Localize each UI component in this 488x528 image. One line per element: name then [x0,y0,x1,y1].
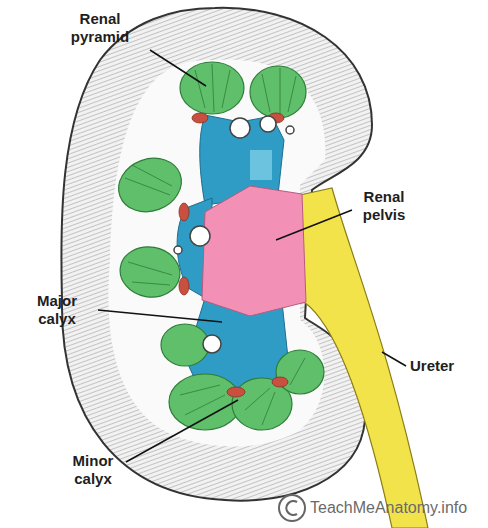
leader-line [98,310,222,322]
pyramid [111,150,189,221]
papilla [192,113,208,123]
striation [180,358,305,425]
pyramid [250,66,306,118]
leader-line [150,50,206,86]
part-label: Minor calyx [62,452,124,488]
logo-ring [279,495,305,521]
papilla [227,387,245,397]
leader-line [382,352,406,366]
part-label: Renal pelvis [352,188,416,224]
pyramid [116,242,184,302]
part-label: Ureter [410,357,480,375]
striation [195,64,296,116]
papilla [272,377,288,387]
kidney-medulla [108,59,325,446]
calyx-highlight [250,150,272,180]
leader-line [126,400,238,462]
papilla [179,203,189,221]
pyramid [169,374,241,430]
part-label: Major calyx [20,292,94,328]
renal-vessels [174,116,294,353]
part-label: Renal pyramid [58,10,142,46]
vessel [230,118,250,138]
leader-line [276,210,352,240]
striation [125,165,172,285]
pyramid [232,378,292,430]
vessel [286,126,294,134]
pyramid [276,350,324,394]
vessel [190,226,210,246]
renal-pyramids [111,62,324,430]
renal-pelvis [202,186,306,316]
copyright-logo [279,495,305,521]
logo-c [286,501,297,515]
pyramid [161,324,209,366]
leader-lines [98,50,406,462]
watermark: TeachMeAnatomy.info [310,499,486,517]
papilla [179,277,189,295]
ureter [300,188,428,528]
vessel [174,246,182,254]
pyramid-striations [125,64,305,425]
vessel [260,116,276,132]
vessel [203,335,221,353]
